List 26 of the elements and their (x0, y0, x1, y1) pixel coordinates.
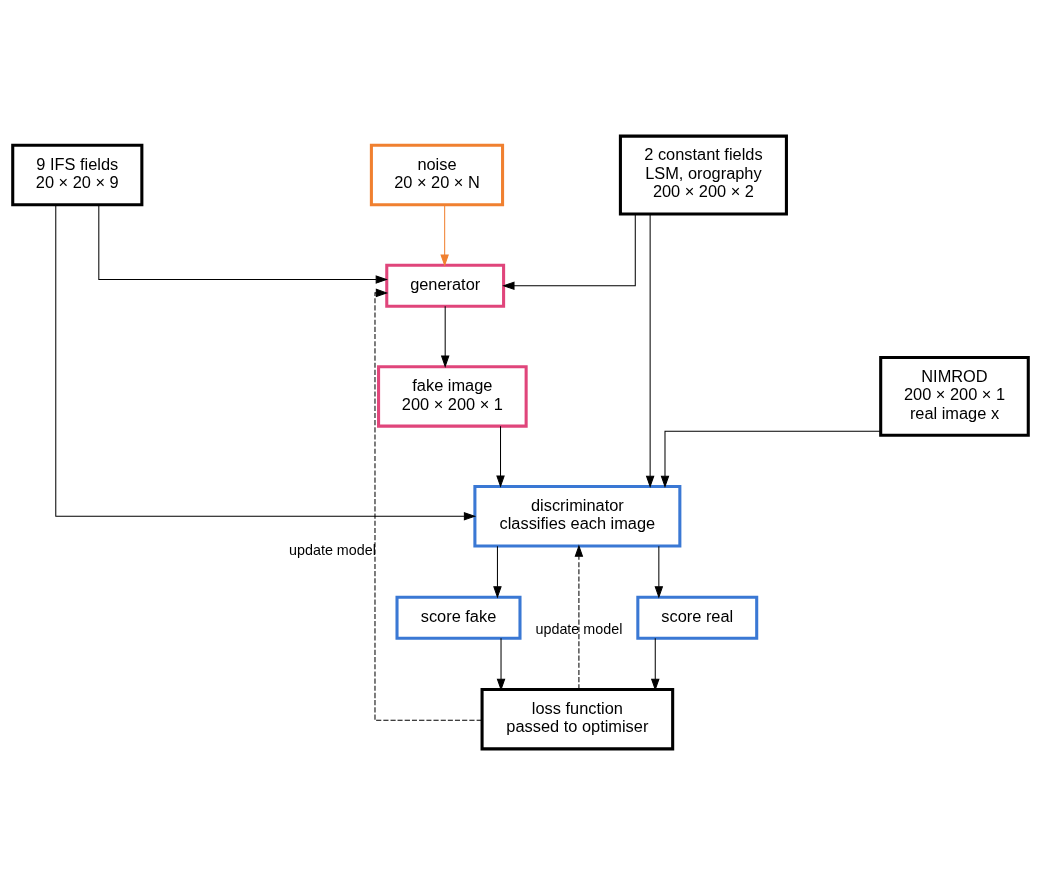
arrow (502, 213, 636, 290)
edge-label: update model (289, 541, 376, 558)
node-box: noise 20 × 20 × N (369, 143, 505, 206)
arrow (440, 204, 449, 267)
arrow (574, 543, 584, 690)
arrow (496, 425, 505, 488)
arrow (496, 637, 506, 691)
node-box: score real (636, 595, 759, 640)
arrow (374, 288, 483, 721)
node-box: discriminator classifies each image (473, 484, 682, 548)
node-box: fake image 200 × 200 × 1 (377, 364, 528, 428)
arrow (650, 637, 660, 691)
edge-label: update model (535, 620, 623, 637)
node-box: 9 IFS fields 20 × 20 × 9 (11, 143, 144, 206)
arrow (493, 545, 502, 599)
arrow (98, 204, 388, 284)
arrow (440, 305, 450, 368)
arrow (55, 204, 477, 521)
node-box: loss function passed to optimiser (480, 687, 675, 750)
arrow (654, 545, 664, 599)
node-box: NIMROD 200 × 200 × 1 real image x (879, 355, 1030, 437)
arrow (660, 430, 882, 488)
node-box: score fake (395, 595, 522, 640)
arrow (645, 213, 655, 488)
node-box: 2 constant fields LSM, orography 200 × 200 × 2 (618, 134, 788, 215)
node-box: generator (385, 263, 506, 308)
